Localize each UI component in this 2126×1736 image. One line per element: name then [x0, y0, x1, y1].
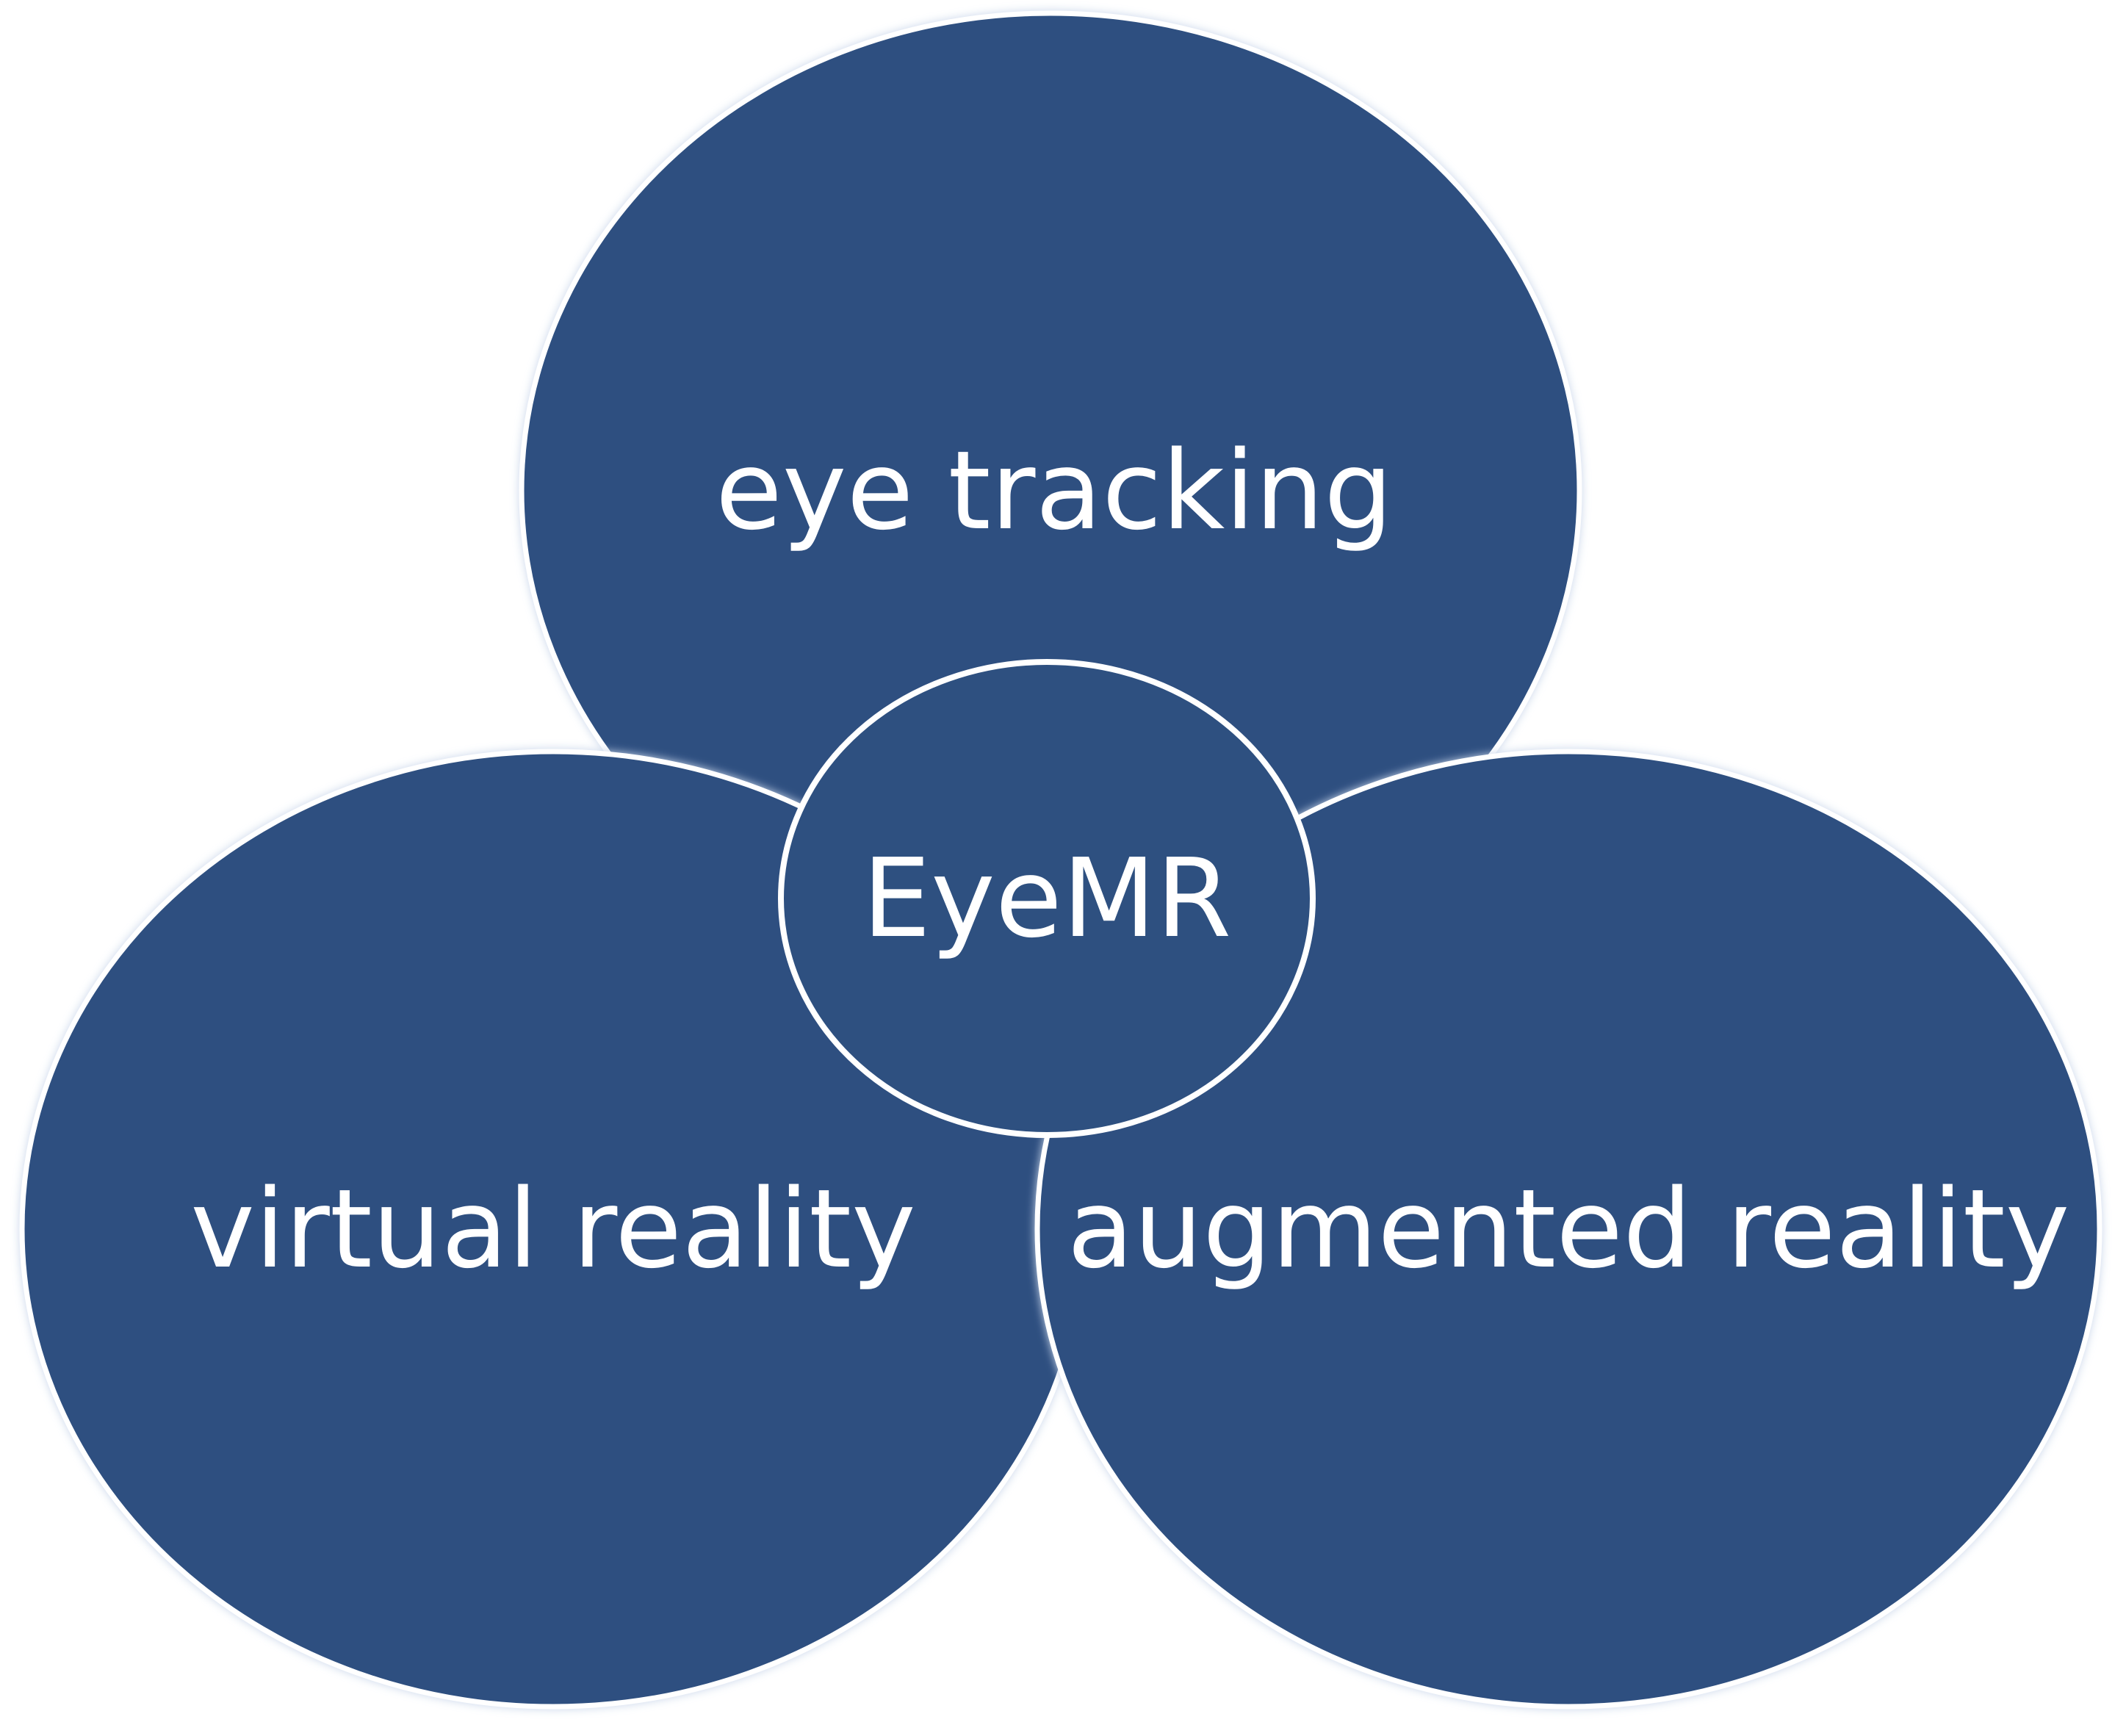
virtual-reality-label: virtual reality: [190, 1166, 915, 1292]
eyemr-label: EyeMR: [862, 835, 1232, 962]
eye-tracking-label: eye tracking: [716, 428, 1393, 554]
augmented-reality-label: augmented reality: [1067, 1166, 2070, 1292]
eyemr-center-circle: [778, 659, 1316, 1138]
augmented-reality-circle: [1034, 749, 2102, 1710]
